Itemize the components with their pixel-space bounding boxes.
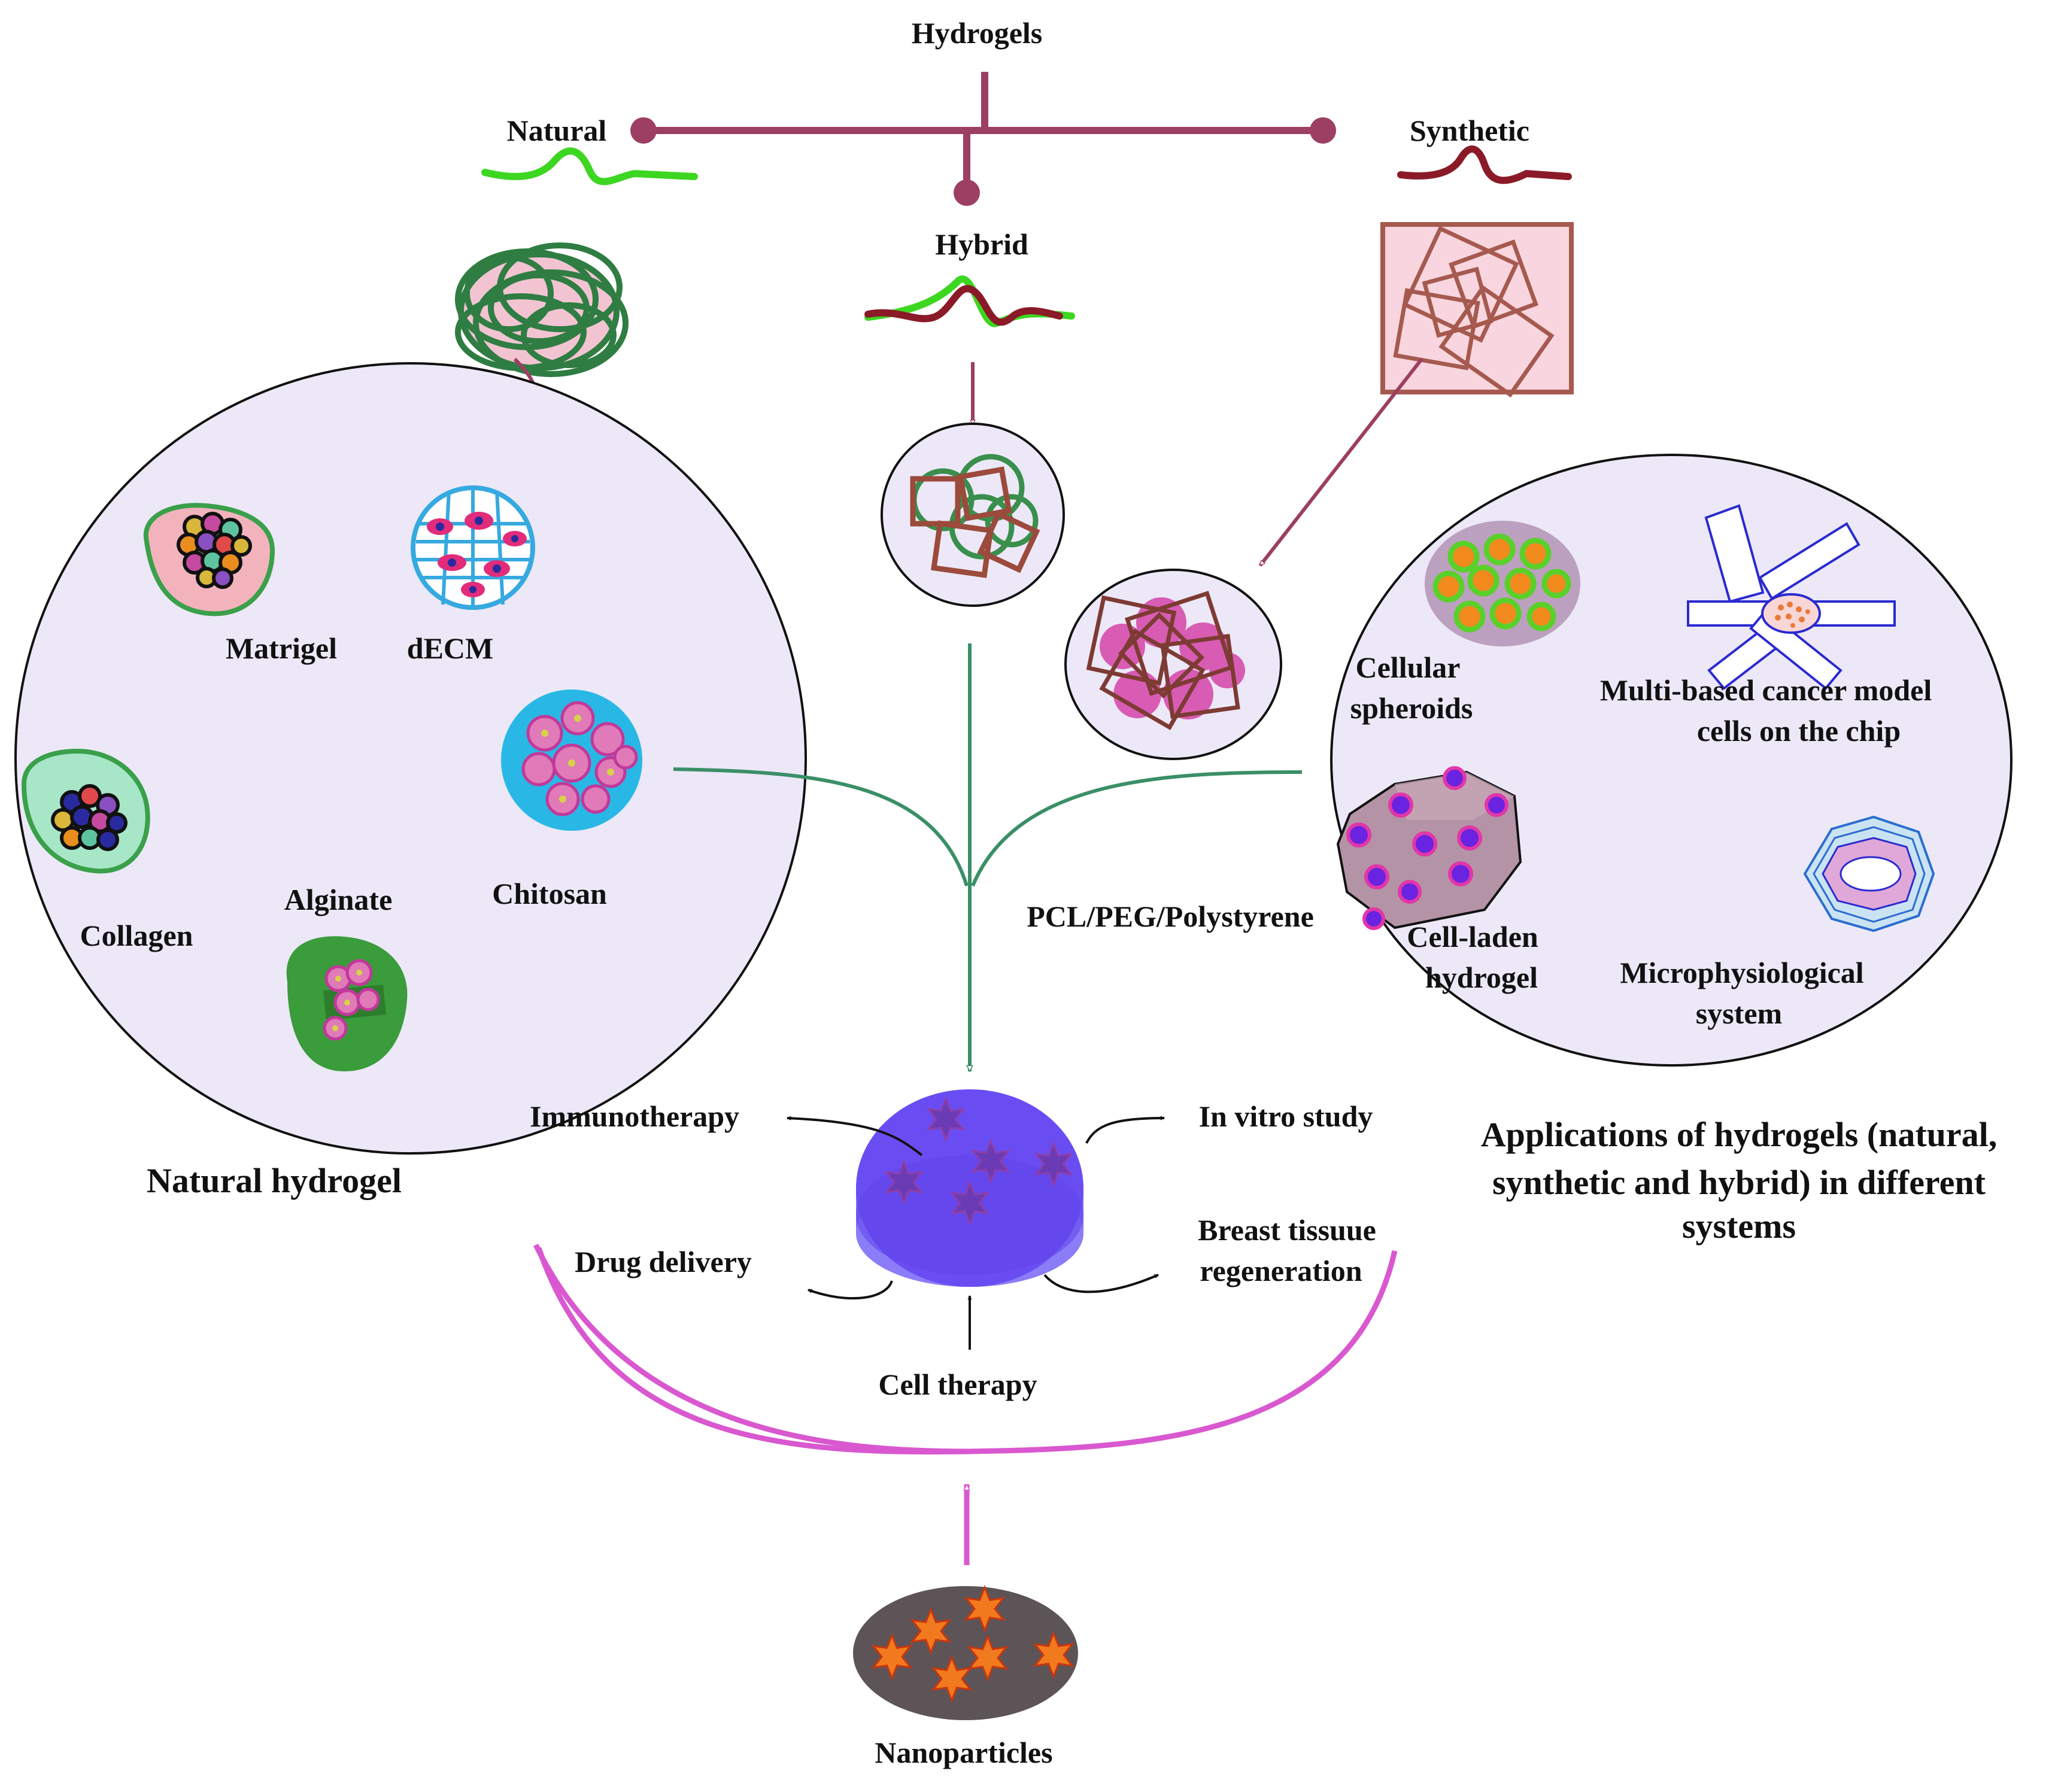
label-hybrid: Hybrid [935, 227, 1028, 261]
disc-star [884, 1159, 924, 1205]
matrigel-icon [143, 503, 275, 616]
use-cell-therapy: Cell therapy [878, 1368, 1037, 1401]
disc-star [971, 1138, 1010, 1184]
item-chip-line2: cells on the chip [1697, 714, 1901, 748]
synthetic-arrow [1258, 358, 1423, 567]
applications-caption-line2: synthetic and hybrid) in different [1492, 1163, 1986, 1202]
nanoparticle-stars [871, 1584, 1074, 1703]
disc-stars [884, 1096, 1073, 1226]
natural-hydrogel-circle: Matrigel dECM [14, 362, 807, 1155]
natural-node [630, 117, 657, 144]
synthetic-polymer-chain [1397, 145, 1572, 184]
item-laden-line2: hydrogel [1425, 961, 1538, 994]
item-mps-line2: system [1696, 997, 1782, 1030]
convergence-arrows [673, 643, 1303, 1071]
applications-circle: Cellular spheroids Multi-based cancer mo… [1330, 454, 2013, 1067]
label-natural: Natural [507, 114, 607, 147]
chitosan-icon [501, 690, 642, 831]
natural-hydrogel-caption: Natural hydrogel [147, 1161, 402, 1200]
item-chitosan: Chitosan [492, 877, 607, 910]
use-immunotherapy: Immunotherapy [530, 1100, 739, 1133]
disc-star [1034, 1141, 1073, 1187]
nanoparticle-star [967, 1633, 1009, 1682]
item-decm: dECM [407, 631, 493, 665]
item-alginate: Alginate [284, 883, 393, 916]
item-matrigel: Matrigel [226, 631, 337, 665]
cancer-chip-icon [1687, 504, 1896, 690]
item-laden-line1: Cell-laden [1407, 920, 1538, 953]
nanoparticle-star [871, 1632, 913, 1681]
item-mps-line1: Microphysiological [1620, 956, 1864, 989]
item-chip-line1: Multi-based cancer model [1600, 673, 1932, 707]
disc-star [926, 1096, 966, 1143]
natural-polymer-tangle [455, 242, 629, 377]
nanoparticle-star [931, 1654, 973, 1703]
use-breast-line2: regeneration [1200, 1254, 1362, 1287]
hybrid-polymer-chain [864, 275, 1075, 327]
nanoparticle-star [1033, 1630, 1074, 1679]
nanoparticle-star [964, 1584, 1006, 1633]
hybrid-hydrogel-circle [881, 423, 1065, 607]
applications-caption-line3: systems [1682, 1207, 1796, 1246]
use-drug-delivery: Drug delivery [575, 1245, 752, 1278]
disc-star [950, 1180, 989, 1226]
alginate-icon [286, 936, 408, 1071]
synthetic-node [1310, 117, 1336, 144]
synthetic-hydrogel-circle [1064, 569, 1282, 760]
hydrogel-tree [630, 72, 1336, 206]
hybrid-node [954, 180, 980, 206]
nanoparticles-label: Nanoparticles [875, 1736, 1052, 1769]
label-synthetic: Synthetic [1410, 114, 1529, 147]
nanoparticle-blob [853, 1586, 1078, 1720]
item-spheroids-line1: Cellular [1356, 651, 1461, 684]
chip-cells-icon [1775, 602, 1810, 628]
nanoparticle-arrows [533, 1244, 1398, 1565]
nanoparticle-star [910, 1606, 952, 1656]
natural-polymer-chain [481, 147, 698, 186]
decm-icon [411, 485, 535, 610]
applications-caption-line1: Applications of hydrogels (natural, [1481, 1115, 1998, 1154]
item-collagen: Collagen [80, 919, 193, 952]
item-spheroids-line2: spheroids [1350, 691, 1473, 725]
microphysiological-icon [1803, 815, 1935, 933]
title-hydrogels: Hydrogels [912, 16, 1043, 50]
synthetic-polymers-label: PCL/PEG/Polystyrene [1027, 900, 1314, 933]
cell-laden-icon [1336, 766, 1522, 930]
synthetic-polymer-network [1380, 222, 1574, 398]
collagen-icon [21, 748, 150, 874]
use-arrows [787, 1116, 1165, 1350]
use-breast-line1: Breast tissuue [1198, 1213, 1376, 1247]
spheroids-icon [1425, 521, 1580, 646]
use-in-vitro: In vitro study [1199, 1100, 1373, 1133]
